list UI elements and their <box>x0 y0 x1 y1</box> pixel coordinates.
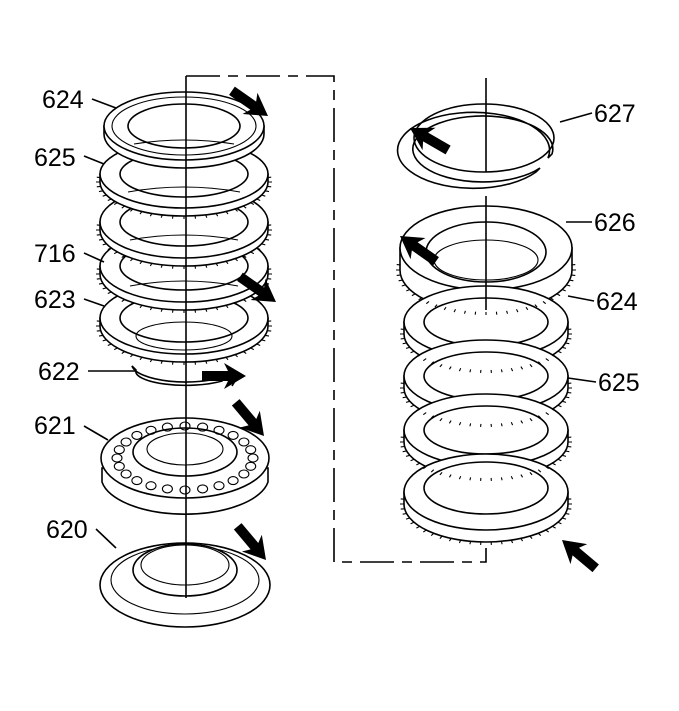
bearing-roller <box>111 453 123 463</box>
callout-621: 621 <box>34 412 76 440</box>
bearing-roller <box>120 437 132 447</box>
bearing-roller <box>145 425 157 435</box>
assembly-bracket <box>186 75 487 563</box>
bearing-roller <box>161 422 173 432</box>
bearing-roller <box>245 445 257 455</box>
indicator-arrow-2 <box>410 127 451 155</box>
indicator-arrow-8 <box>562 540 599 573</box>
bearing-roller <box>227 430 239 440</box>
bearing-roller <box>245 461 257 471</box>
part-621-bearing <box>100 417 270 515</box>
bearing-roller <box>161 484 173 494</box>
indicator-arrow-4 <box>237 272 276 302</box>
callout-624-left: 624 <box>42 86 84 114</box>
part-stack-plate-5 <box>403 453 569 543</box>
bearing-roller <box>145 481 157 491</box>
callout-622: 622 <box>38 358 80 386</box>
bearing-roller <box>179 421 191 431</box>
teeth-626 <box>396 264 576 315</box>
teeth-plate-4 <box>400 436 572 481</box>
teeth-625-top <box>96 176 272 219</box>
bearing-roller <box>197 484 209 494</box>
callout-627: 627 <box>594 100 636 128</box>
callout-620: 620 <box>46 516 88 544</box>
callout-625-left: 625 <box>34 144 76 172</box>
part-627-snap-ring <box>396 103 555 190</box>
bearing-roller <box>131 476 143 486</box>
teeth-625-left <box>96 224 272 269</box>
bearing-roller <box>227 476 239 486</box>
bearing-roller <box>238 437 250 447</box>
leader-lines <box>83 98 597 549</box>
bearing-roller <box>131 430 143 440</box>
bearing-roller <box>213 481 225 491</box>
bearing-roller <box>197 422 209 432</box>
bearing-roller <box>113 445 125 455</box>
indicator-arrow-6 <box>231 399 264 436</box>
teeth-625-right <box>400 382 572 427</box>
bearing-roller <box>113 461 125 471</box>
teeth-plate-5 <box>400 498 572 545</box>
indicator-arrow-5 <box>202 363 246 389</box>
callout-623: 623 <box>34 286 76 314</box>
bearing-roller <box>120 469 132 479</box>
bearing-roller <box>238 469 250 479</box>
teeth-624-right <box>400 328 572 373</box>
callout-716: 716 <box>34 240 76 268</box>
indicator-arrow-7 <box>233 523 266 560</box>
indicator-arrow-1 <box>229 86 268 116</box>
callout-624-right: 624 <box>596 288 638 316</box>
part-620-thrust-washer <box>99 542 271 628</box>
part-624-plate-left <box>103 91 265 169</box>
callout-625-right: 625 <box>598 369 640 397</box>
bearing-roller <box>247 453 259 463</box>
bearing-roller <box>179 485 191 495</box>
bearing-roller <box>213 425 225 435</box>
teeth-623 <box>96 320 272 365</box>
callout-626: 626 <box>594 209 636 237</box>
indicator-arrow-3 <box>400 236 439 266</box>
